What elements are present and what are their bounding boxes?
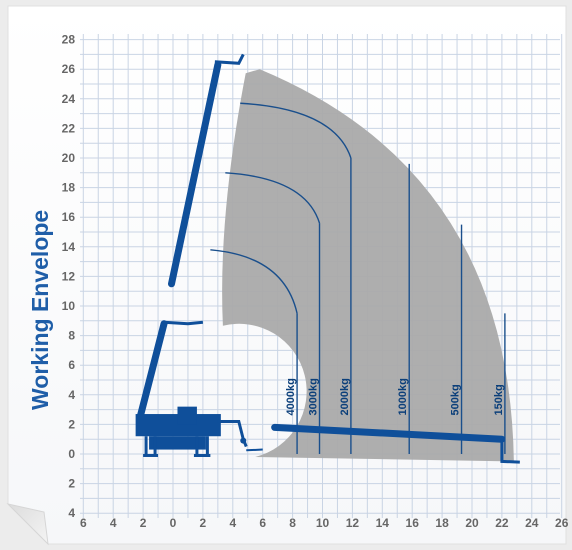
x-tick-label: 4 bbox=[110, 516, 117, 530]
envelope-shape bbox=[222, 69, 514, 462]
y-tick-label: 4 bbox=[68, 388, 75, 402]
y-tick-label: 24 bbox=[62, 92, 76, 106]
y-tick-label: 2 bbox=[68, 477, 75, 491]
cab bbox=[177, 406, 197, 425]
raised-boom bbox=[136, 320, 168, 421]
horizontal-boom-head bbox=[500, 439, 520, 464]
envelope-area bbox=[222, 69, 514, 462]
x-tick-label: 8 bbox=[289, 516, 296, 530]
x-tick-label: 0 bbox=[170, 516, 177, 530]
x-tick-label: 18 bbox=[435, 516, 449, 530]
x-tick-label: 22 bbox=[495, 516, 509, 530]
x-tick-label: 24 bbox=[525, 516, 539, 530]
y-tick-label: 6 bbox=[68, 358, 75, 372]
x-tick-label: 20 bbox=[465, 516, 479, 530]
extended-boom-head bbox=[214, 53, 245, 65]
y-tick-label: 22 bbox=[62, 121, 76, 135]
y-tick-label: 14 bbox=[62, 240, 76, 254]
horizontal-boom bbox=[271, 423, 506, 443]
page-curl bbox=[6, 503, 49, 546]
load-zone-label: 3000kg bbox=[308, 378, 320, 415]
x-tick-label: 10 bbox=[316, 516, 330, 530]
y-tick-label: 12 bbox=[62, 269, 76, 283]
y-tick-label: 18 bbox=[62, 181, 76, 195]
load-zone-arc bbox=[240, 102, 352, 159]
load-zone-label: 2000kg bbox=[339, 378, 351, 415]
x-tick-label: 2 bbox=[200, 516, 207, 530]
load-zones: 4000kg 3000kg 2000kg 1000kg 500kg 150kg bbox=[210, 102, 506, 454]
y-tick-label: 0 bbox=[68, 447, 75, 461]
y-tick-label: 28 bbox=[62, 33, 76, 47]
load-zone-label: 150kg bbox=[493, 384, 505, 415]
y-tick-label: 20 bbox=[62, 151, 76, 165]
x-tick-label: 2 bbox=[140, 516, 147, 530]
x-tick-label: 6 bbox=[259, 516, 266, 530]
telehandler-silhouette bbox=[135, 53, 520, 464]
chassis bbox=[135, 414, 221, 437]
chart-title: Working Envelope bbox=[27, 210, 53, 410]
load-zone-label: 4000kg bbox=[285, 378, 297, 415]
raised-boom-head bbox=[163, 320, 204, 326]
ground-marker bbox=[246, 448, 263, 452]
y-tick-label: 10 bbox=[62, 299, 76, 313]
y-tick-label: 26 bbox=[62, 62, 76, 76]
extended-boom bbox=[168, 61, 222, 288]
x-tick-label: 12 bbox=[346, 516, 360, 530]
base bbox=[149, 436, 206, 450]
x-tick-label: 16 bbox=[406, 516, 420, 530]
load-zone-label: 1000kg bbox=[397, 378, 409, 415]
y-tick-label: 16 bbox=[62, 210, 76, 224]
load-zone-label: 500kg bbox=[450, 384, 462, 415]
x-tick-label: 14 bbox=[376, 516, 390, 530]
x-tick-label: 4 bbox=[229, 516, 236, 530]
load-zone-arc bbox=[210, 249, 298, 314]
x-tick-label: 6 bbox=[80, 516, 87, 530]
front-pin bbox=[240, 437, 247, 444]
y-tick-label: 2 bbox=[68, 417, 75, 431]
x-tick-label: 26 bbox=[555, 516, 569, 530]
load-zone-arc bbox=[225, 172, 321, 224]
y-tick-label: 4 bbox=[68, 506, 75, 520]
y-tick-label: 8 bbox=[68, 329, 75, 343]
